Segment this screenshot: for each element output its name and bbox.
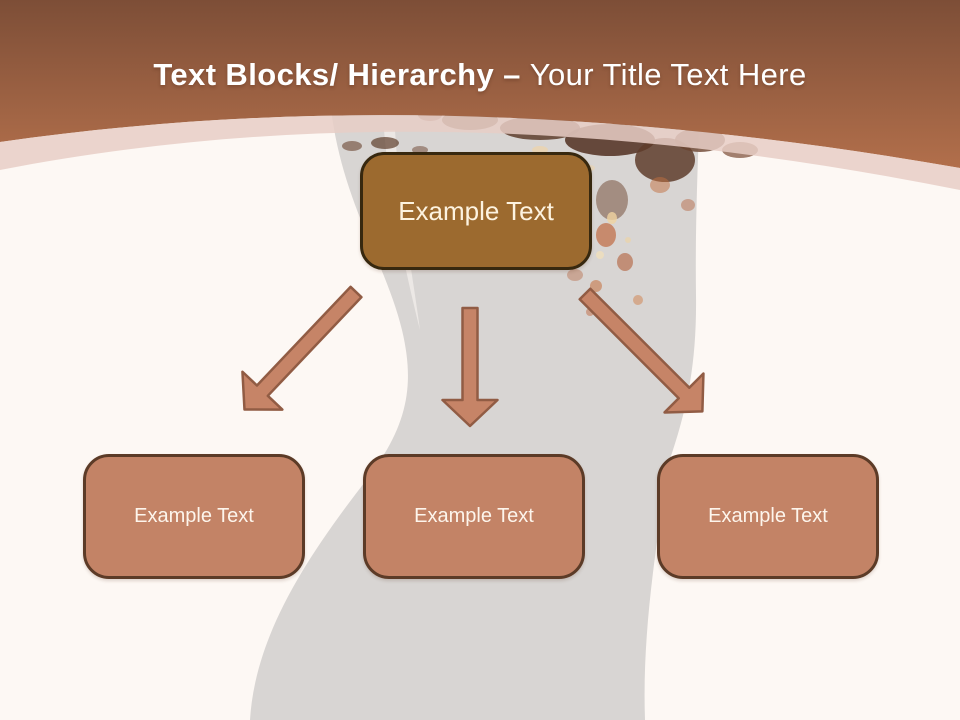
slide-title-regular: Your Title Text Here bbox=[529, 57, 807, 92]
header-underband bbox=[0, 115, 960, 190]
child-box-1-label: Example Text bbox=[134, 505, 254, 527]
root-box-label: Example Text bbox=[398, 195, 554, 226]
slide-title: Text Blocks/ Hierarchy –Your Title Text … bbox=[0, 53, 960, 97]
child-box-2: Example Text bbox=[363, 454, 585, 579]
child-box-1: Example Text bbox=[83, 454, 305, 579]
connector-arrow-down bbox=[441, 306, 499, 428]
child-box-3-label: Example Text bbox=[708, 505, 828, 527]
header-curve bbox=[0, 0, 960, 168]
slide-title-bold: Text Blocks/ Hierarchy – bbox=[153, 57, 521, 92]
connector-arrow-down-right bbox=[578, 287, 705, 414]
root-box: Example Text bbox=[360, 152, 592, 270]
connector-arrow-down-left bbox=[241, 285, 363, 411]
header-band bbox=[0, 0, 960, 190]
child-box-2-label: Example Text bbox=[414, 505, 534, 527]
child-box-3: Example Text bbox=[657, 454, 879, 579]
